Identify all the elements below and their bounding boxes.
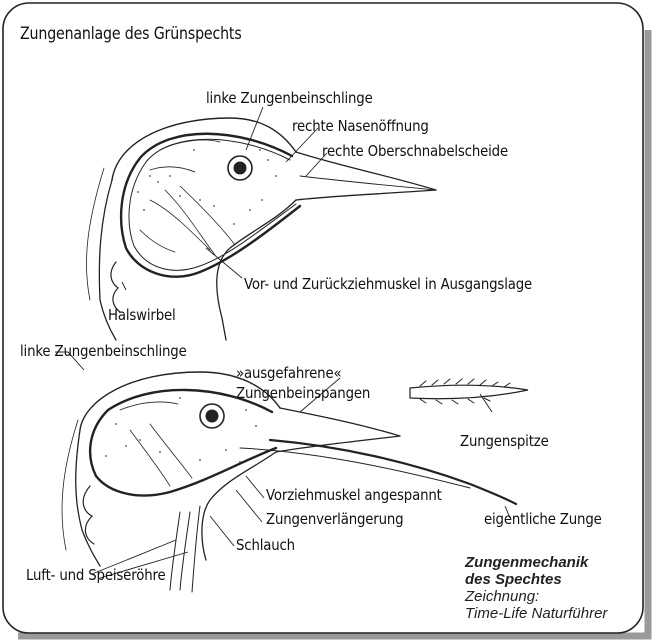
label-vor-und-zurueckziehmuskel: Vor- und Zurückziehmuskel in Ausgangslag… — [244, 275, 532, 293]
figure-caption: Zungenmechanik des Spechtes Zeichnung: T… — [465, 554, 607, 622]
label-ausgefahrene: »ausgefahrene« — [236, 364, 341, 382]
caption-line-2: des Spechtes — [465, 571, 607, 588]
label-zungenverlaengerung: Zungenverlängerung — [266, 510, 403, 528]
label-linke-zungenbeinschlinge-mid: linke Zungenbeinschlinge — [20, 342, 187, 360]
label-vorziehmuskel: Vorziehmuskel angespannt — [266, 486, 442, 504]
label-halswirbel: Halswirbel — [108, 306, 176, 324]
diagram-title: Zungenanlage des Grünspechts — [20, 24, 242, 43]
caption-line-3: Zeichnung: — [465, 588, 607, 605]
label-linke-zungenbeinschlinge-top: linke Zungenbeinschlinge — [206, 89, 373, 107]
label-luft-und-speiseroehre: Luft- und Speiseröhre — [26, 566, 166, 584]
label-zungenspitze: Zungenspitze — [460, 432, 549, 450]
label-rechte-oberschnabelscheide: rechte Oberschnabelscheide — [322, 142, 508, 160]
caption-line-1: Zungenmechanik — [465, 554, 607, 571]
label-schlauch: Schlauch — [236, 536, 295, 554]
label-eigentliche-zunge: eigentliche Zunge — [484, 510, 602, 528]
label-zungenbeinspangen: Zungenbeinspangen — [236, 384, 370, 402]
caption-line-4: Time-Life Naturführer — [465, 605, 607, 622]
label-rechte-nasenoeffnung: rechte Nasenöffnung — [292, 117, 429, 135]
